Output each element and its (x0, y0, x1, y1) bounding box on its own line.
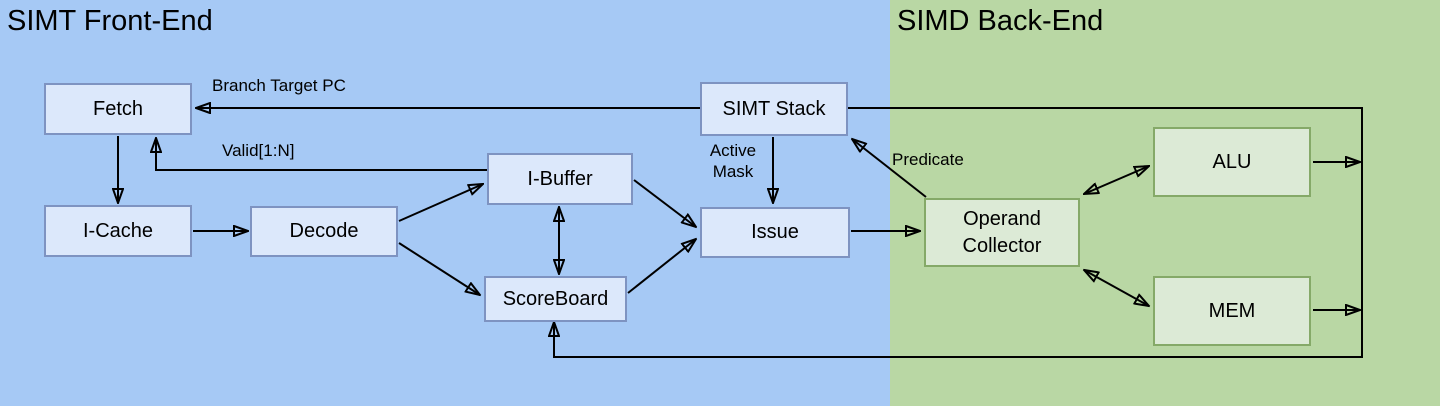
edge-valid (156, 138, 487, 171)
icache-block: I-Cache (44, 205, 192, 257)
operand-collector-block: Operand Collector (924, 198, 1080, 267)
edge-opcollector-mem (1084, 270, 1149, 306)
simt-front-end-region (0, 0, 890, 406)
scoreboard-block: ScoreBoard (484, 276, 627, 322)
edge-opcollector-alu (1084, 166, 1149, 194)
predicate-label: Predicate (892, 150, 964, 169)
branch-target-pc-label: Branch Target PC (212, 76, 346, 95)
edge-decode-ibuffer (398, 184, 483, 222)
alu-block: ALU (1153, 127, 1311, 197)
simt-stack-block: SIMT Stack (700, 82, 848, 136)
mem-block: MEM (1153, 276, 1311, 346)
fetch-block: Fetch (44, 83, 192, 135)
decode-block: Decode (250, 206, 398, 257)
edge-writeback-loop (554, 107, 1363, 358)
edge-scoreboard-issue (627, 239, 696, 294)
edge-predicate (852, 139, 927, 198)
front-end-title: SIMT Front-End (7, 5, 213, 37)
ibuffer-block: I-Buffer (487, 153, 633, 205)
valid-label: Valid[1:N] (222, 141, 295, 160)
edge-ibuffer-issue (633, 179, 696, 227)
back-end-title: SIMD Back-End (897, 5, 1104, 37)
issue-block: Issue (700, 207, 850, 258)
edge-decode-scoreboard (398, 242, 480, 295)
active-mask-label: Active Mask (709, 141, 757, 181)
